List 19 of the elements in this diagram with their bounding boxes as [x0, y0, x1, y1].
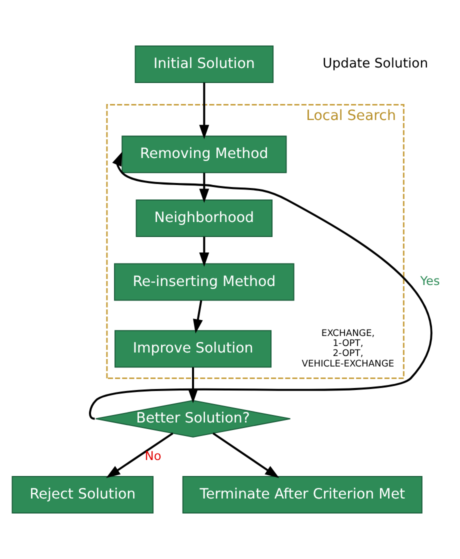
- node-box: Terminate After Criterion Met: [182, 476, 422, 514]
- arrow: [212, 432, 280, 478]
- arrow: [89, 152, 432, 420]
- node-box: Neighborhood: [136, 199, 273, 237]
- arrow: [199, 172, 210, 203]
- arrow: [199, 236, 210, 267]
- node-box: Re-inserting Method: [114, 263, 294, 301]
- arrow: [193, 300, 203, 334]
- node-box: Reject Solution: [12, 476, 154, 514]
- label: Update Solution: [322, 56, 428, 72]
- node-box: Improve Solution: [114, 330, 272, 368]
- node-box: Removing Method: [122, 136, 287, 174]
- node-label: EXCHANGE, 1-OPT, 2-OPT, VEHICLE-EXCHANGE: [302, 328, 394, 370]
- arrow: [199, 82, 210, 140]
- node-diamond: Better Solution?: [95, 400, 291, 438]
- arrow: [106, 432, 174, 478]
- edge-label: Yes: [420, 274, 440, 288]
- node-box: Initial Solution: [134, 46, 274, 84]
- edge-label: No: [144, 448, 162, 463]
